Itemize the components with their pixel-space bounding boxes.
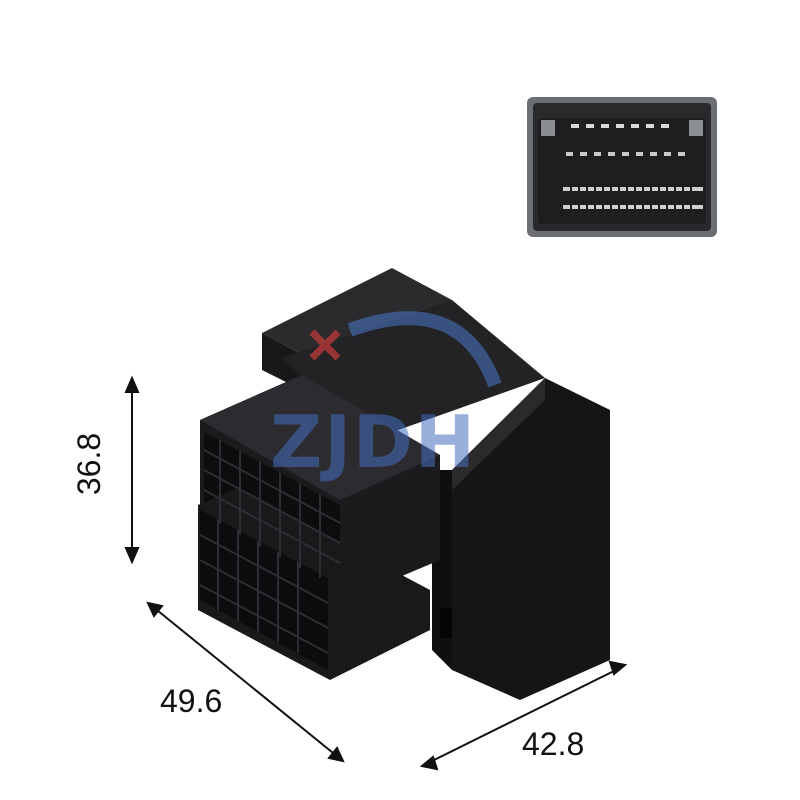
logo-star-icon <box>309 329 341 361</box>
depth-dimension-line <box>151 605 339 758</box>
arrowhead-icon <box>608 660 628 676</box>
depth-dimension-label: 49.6 <box>160 683 223 719</box>
right-block-top-edge <box>452 378 545 490</box>
face-latch-left <box>541 120 555 136</box>
lower-grid-lines <box>199 520 329 654</box>
arrowhead-icon <box>124 547 140 565</box>
watermark-text: ZJDH <box>270 400 478 484</box>
face-pin-row-3 <box>563 187 703 191</box>
zjdh-logo-icon <box>347 311 502 388</box>
dimension-lines <box>124 375 628 771</box>
arrowhead-icon <box>419 755 439 771</box>
width-dimension-label: 42.8 <box>522 726 585 762</box>
width-dimension-line <box>427 667 621 764</box>
face-pin-row-2 <box>566 152 685 156</box>
rear-block-top <box>262 268 452 365</box>
right-block-slot <box>440 608 452 638</box>
face-pin-row-4 <box>563 205 703 209</box>
face-pin-row-1 <box>571 124 669 128</box>
arrowhead-icon <box>124 375 140 393</box>
right-side-block <box>452 378 610 700</box>
arrowhead-icon <box>146 601 164 618</box>
upper-grid-lines <box>203 440 341 578</box>
face-latch-right <box>689 120 703 136</box>
face-pin-dividers <box>570 186 692 210</box>
height-dimension-label: 36.8 <box>71 432 108 496</box>
arrowhead-icon <box>327 746 345 763</box>
upper-housing-top <box>200 375 440 500</box>
lower-pin-grid <box>200 510 328 670</box>
connector-body-3d <box>198 268 610 700</box>
connector-face-inset <box>527 97 717 237</box>
